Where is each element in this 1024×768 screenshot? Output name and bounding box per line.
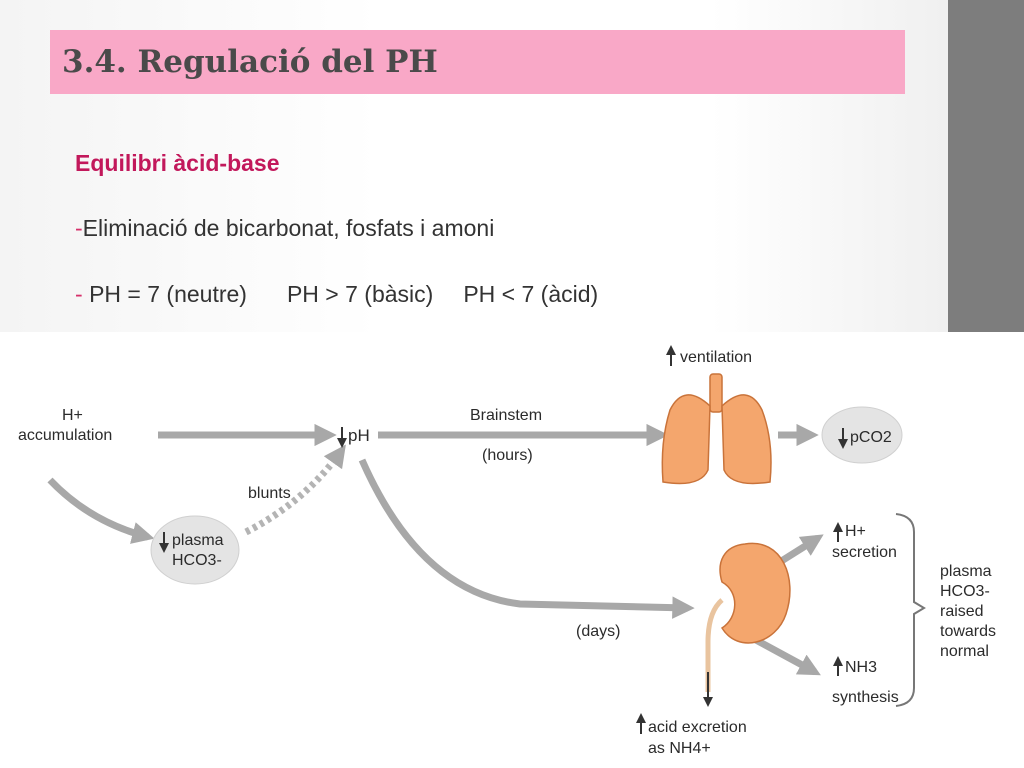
h-accumulation-label: accumulation [18, 427, 112, 444]
acid-base-diagram: H+ accumulation pH blunts plasma HCO3- B… [0, 332, 1024, 768]
plasma-label: plasma [172, 532, 224, 549]
diagram-svg: H+ accumulation pH blunts plasma HCO3- B… [18, 345, 996, 757]
plasma-bubble [150, 515, 240, 585]
nh3-synthesis-label: synthesis [832, 689, 899, 706]
bullet-dash: - [75, 281, 83, 307]
slide-title: 3.4. Regulació del PH [62, 44, 438, 80]
pco2-bubble [821, 406, 903, 464]
blunts-label: blunts [248, 485, 291, 502]
plasma-hco3-label: HCO3- [172, 552, 222, 569]
brainstem-label: Brainstem [470, 407, 542, 424]
subheading-acid-base: Equilibri àcid-base [75, 150, 280, 176]
ventilation-label: ventilation [680, 349, 752, 366]
arrow-blunts-dotted [244, 444, 346, 536]
result-bracket [895, 513, 926, 707]
result-plasma-label: plasma [940, 563, 992, 580]
bullet-elimination-text: Eliminació de bicarbonat, fosfats i amon… [82, 215, 495, 241]
ph-acid: PH < 7 (àcid) [463, 281, 599, 307]
days-label: (days) [576, 623, 620, 640]
ph-neutral: PH = 7 (neutre) [89, 281, 247, 307]
ph-node-label: pH [348, 426, 370, 445]
nh3-symbol: NH3 [845, 659, 877, 676]
result-raised-label: raised [940, 603, 984, 620]
bullet-ph-values: - PH = 7 (neutre) PH > 7 (bàsic) PH < 7 (à… [75, 281, 598, 308]
arrow-kidney-to-nh3 [754, 636, 821, 676]
h-secretion-symbol: H+ [845, 523, 866, 540]
result-towards-label: towards [940, 623, 996, 640]
h-accumulation-symbol: H+ [62, 407, 83, 424]
bullet-elimination: -Eliminació de bicarbonat, fosfats i amo… [75, 215, 494, 242]
hours-label: (hours) [482, 447, 533, 464]
kidney-icon [703, 542, 791, 707]
bullet-dash: - [75, 215, 83, 241]
ph-basic: PH > 7 (bàsic) [286, 281, 434, 307]
title-band [50, 30, 905, 94]
h-secretion-label: secretion [832, 544, 897, 561]
arrow-ph-to-kidney [358, 458, 695, 619]
arrow-accum-to-plasma [47, 477, 155, 544]
lungs-icon [661, 373, 772, 485]
acid-excretion-label: acid excretion [648, 719, 747, 736]
result-normal-label: normal [940, 643, 989, 660]
result-hco3-label: HCO3- [940, 583, 990, 600]
pco2-label: pCO2 [850, 429, 892, 446]
acid-excretion-nh4-label: as NH4+ [648, 740, 711, 757]
